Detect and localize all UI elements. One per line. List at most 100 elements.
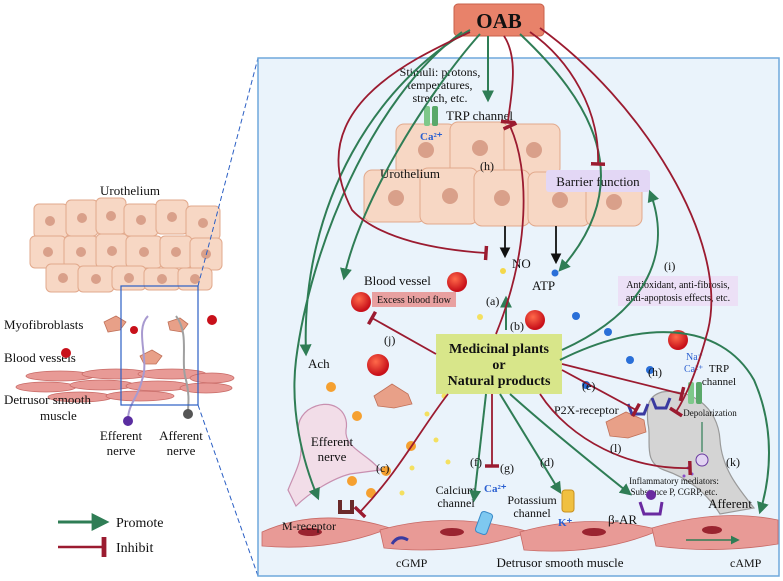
promote-arrows xyxy=(293,29,770,515)
blood-cell-large-1 xyxy=(447,272,467,292)
left-afferent-label-2: nerve xyxy=(167,443,196,458)
left-urothelium-nuclei xyxy=(43,211,211,284)
zoom-line-top xyxy=(197,57,259,287)
atp-label: ATP xyxy=(532,278,555,293)
afferent-nerve-shape xyxy=(646,390,756,515)
k-ion-label: K⁺ xyxy=(558,517,573,529)
ach-label: Ach xyxy=(308,356,330,371)
blood-cell-large-3 xyxy=(525,310,545,330)
antioxidant-line-1: Antioxidant, anti-fibrosis, xyxy=(626,280,730,291)
oab-title: OAB xyxy=(476,9,522,33)
antioxidant-box xyxy=(618,276,738,306)
ach-molecules xyxy=(326,382,416,498)
no-molecule xyxy=(500,268,506,274)
inflammatory-vesicle xyxy=(695,453,709,467)
m-receptor-icon xyxy=(338,500,354,514)
left-detrusor-label-2: muscle xyxy=(40,408,77,423)
barrier-function-box xyxy=(546,170,650,192)
depolarization-label: Depolarization xyxy=(683,408,737,418)
trp-channel-top-icon xyxy=(424,106,438,126)
afferent-nerve-label-1: Afferent xyxy=(708,496,752,511)
camp-label: cAMP xyxy=(730,556,762,570)
left-blood-cell-1 xyxy=(61,348,71,358)
label-h-top: (h) xyxy=(480,159,494,173)
efferent-nerve-label-2: nerve xyxy=(318,449,347,464)
label-f: (f) xyxy=(470,455,482,469)
left-myofibroblast-icon xyxy=(103,315,189,365)
efferent-nerve-label-1: Efferent xyxy=(311,434,354,449)
medicinal-plants-box xyxy=(436,334,562,394)
left-myofibroblasts-label: Myofibroblasts xyxy=(4,317,83,332)
label-d: (d) xyxy=(540,455,554,469)
left-urothelium-label: Urothelium xyxy=(100,183,160,198)
center-line-2: or xyxy=(492,358,505,373)
trp-channel-top-label: TRP channel xyxy=(446,108,513,123)
trp-right-label-2: channel xyxy=(702,376,736,388)
beta-ar-icon xyxy=(638,501,664,516)
beta-ar-ligand xyxy=(646,490,656,500)
na-label: Na⁺ xyxy=(686,352,703,363)
cgmp-icon xyxy=(390,536,409,545)
label-e: (e) xyxy=(582,379,595,393)
detrusor-label: Detrusor smooth muscle xyxy=(496,555,623,570)
calcium-channel-label-1: Calcium xyxy=(436,483,477,497)
barrier-function-label: Barrier function xyxy=(556,174,640,189)
label-j: (j) xyxy=(384,333,395,347)
left-efferent-nerve-terminal xyxy=(123,416,133,426)
no-label: NO xyxy=(512,256,531,271)
blood-cell-large-2 xyxy=(351,292,371,312)
trp-ca-label: Ca²⁺ xyxy=(420,131,443,143)
calcium-channel-label-2: channel xyxy=(437,496,475,510)
black-arrows xyxy=(499,226,562,265)
center-line-1: Medicinal plants xyxy=(449,342,550,357)
zoom-line-bottom xyxy=(197,404,259,577)
blood-vessel-label: Blood vessel xyxy=(364,273,431,288)
beta-ar-label: β-AR xyxy=(608,512,637,527)
p2x-receptor-label: P2X-receptor xyxy=(554,403,619,417)
potassium-channel-icon xyxy=(561,489,575,513)
myofibroblast-cell-1 xyxy=(373,383,413,409)
left-detrusor-label-1: Detrusor smooth xyxy=(4,392,92,407)
urothelium-label: Urothelium xyxy=(380,166,440,181)
inflammatory-line-1: Inflammatory mediators: xyxy=(629,476,719,486)
blood-cell-large-5 xyxy=(668,330,688,350)
left-detrusor-muscle xyxy=(15,368,235,403)
left-blood-vessels-label: Blood vessels xyxy=(4,350,76,365)
m-receptor-label: M-receptor xyxy=(282,519,336,533)
label-i: (i) xyxy=(664,259,675,273)
trp-right-label-1: TRP xyxy=(709,363,729,375)
label-k: (k) xyxy=(726,455,740,469)
left-afferent-label-1: Afferent xyxy=(159,428,203,443)
inflammatory-line-2: Substance P, CGRP, etc. xyxy=(630,487,717,497)
left-afferent-nerve-terminal xyxy=(183,409,193,419)
left-efferent-label-2: nerve xyxy=(107,443,136,458)
myofibroblast-cell-2 xyxy=(605,411,647,439)
legend: Promote Inhibit xyxy=(58,513,163,557)
calcium-ion-label: Ca²⁺ xyxy=(484,483,507,495)
center-line-3: Natural products xyxy=(448,374,551,389)
calcium-channel-icon xyxy=(474,510,494,536)
stimuli-line-3: stretch, etc. xyxy=(413,91,468,105)
stimuli-line-1: Stimuli: protons, xyxy=(400,65,481,79)
left-efferent-label-1: Efferent xyxy=(100,428,143,443)
excess-blood-flow-box xyxy=(372,292,456,307)
potassium-channel-label-2: channel xyxy=(513,506,551,520)
label-g: (g) xyxy=(500,461,514,475)
left-blood-cell-2 xyxy=(207,315,217,325)
urothelium-nuclei xyxy=(388,140,622,210)
ca-label: Ca²⁺ xyxy=(684,364,703,375)
left-blood-cell-3 xyxy=(130,326,138,334)
potassium-channel-label-1: Potassium xyxy=(507,493,557,507)
atp-molecules-small xyxy=(572,312,654,389)
label-l: (l) xyxy=(610,441,621,455)
left-efferent-nerve-line xyxy=(127,315,149,421)
blood-cell-large-4 xyxy=(367,354,389,376)
inhibit-arrows xyxy=(337,27,713,519)
label-a: (a) xyxy=(486,294,499,308)
legend-promote-label: Promote xyxy=(116,516,163,531)
cgmp-label: cGMP xyxy=(396,556,428,570)
label-b: (b) xyxy=(510,319,524,333)
excess-blood-flow-label: Excess blood flow xyxy=(377,295,452,306)
antioxidant-line-2: anti-apoptosis effects, etc. xyxy=(626,293,730,304)
